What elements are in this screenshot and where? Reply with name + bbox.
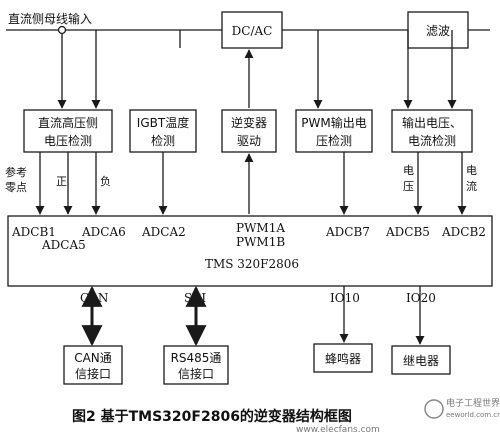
watermark-text-2: eeworld.com.cn: [446, 411, 500, 419]
igbt-label-2: 检测: [151, 133, 175, 148]
dcac-block: [221, 11, 283, 49]
pos-label: 正: [56, 175, 67, 188]
mcu-label: TMS 320F2806: [205, 257, 299, 271]
dc-hv-label-2: 电压检测: [44, 133, 92, 148]
pin-pwm1a: PWM1A: [236, 221, 285, 235]
pin-io10: IO10: [330, 291, 360, 305]
ref-label-1: 参考: [5, 165, 27, 179]
current-label-2: 流: [466, 179, 477, 193]
pin-can: CAN: [80, 291, 108, 305]
relay-block: [391, 345, 451, 375]
pin-adca5: ADCA5: [41, 238, 86, 252]
neg-label: 负: [100, 174, 111, 188]
pwmv-label-2: 压检测: [316, 133, 352, 148]
pwmv-label-1: PWM输出电: [301, 115, 366, 130]
mcu-block: [7, 215, 493, 287]
watermark-url: www.elecfans.com: [296, 425, 380, 433]
pin-adcb2: ADCB2: [441, 225, 486, 239]
filter-label: 滤波: [426, 24, 450, 38]
dcac-label: DC/AC: [232, 24, 273, 38]
figure-caption: 图2 基于TMS320F2806的逆变器结构框图: [72, 408, 352, 425]
rs485-label-2: 信接口: [178, 366, 214, 381]
rs485-interface-block: [163, 345, 229, 385]
dc-bus-input-label: 直流侧母线输入: [8, 11, 92, 26]
pin-io20: IO20: [406, 291, 436, 305]
can-interface-block: [63, 345, 123, 385]
can-label-2: 信接口: [75, 366, 111, 381]
buzzer-block: [313, 343, 373, 373]
pin-adca2: ADCA2: [141, 225, 186, 239]
pin-adcb1: ADCB1: [11, 225, 56, 239]
out-label-1: 输出电压、: [402, 115, 462, 130]
pwm-output-voltage-detect-block: [295, 109, 373, 153]
inverter-label-2: 驱动: [237, 134, 261, 148]
output-voltage-current-detect-block: [391, 109, 473, 153]
out-label-2: 电流检测: [408, 133, 456, 148]
rs485-label-1: RS485通: [171, 351, 222, 365]
can-label-1: CAN通: [74, 351, 112, 365]
pin-adcb5: ADCB5: [385, 225, 430, 239]
igbt-label-1: IGBT温度: [137, 115, 189, 130]
current-label-1: 电: [466, 164, 477, 177]
watermark-logo: 电子工程世界 eeworld.com.cn: [424, 397, 500, 419]
dc-hv-label-1: 直流高压侧: [38, 115, 98, 130]
pin-adcb7: ADCB7: [325, 225, 370, 239]
relay-label: 继电器: [403, 354, 439, 368]
inverter-label-1: 逆变器: [231, 115, 267, 130]
pin-adca6: ADCA6: [81, 225, 126, 239]
inverter-driver-block: [221, 109, 277, 153]
ref-label-2: 零点: [5, 181, 27, 194]
voltage-label-1: 电: [403, 164, 414, 177]
voltage-label-2: 压: [403, 180, 414, 193]
buzzer-label: 蜂鸣器: [325, 351, 361, 366]
watermark-text-1: 电子工程世界: [446, 397, 500, 409]
bus-junction-dot: [57, 25, 67, 35]
pin-pwm1b: PWM1B: [236, 235, 285, 249]
